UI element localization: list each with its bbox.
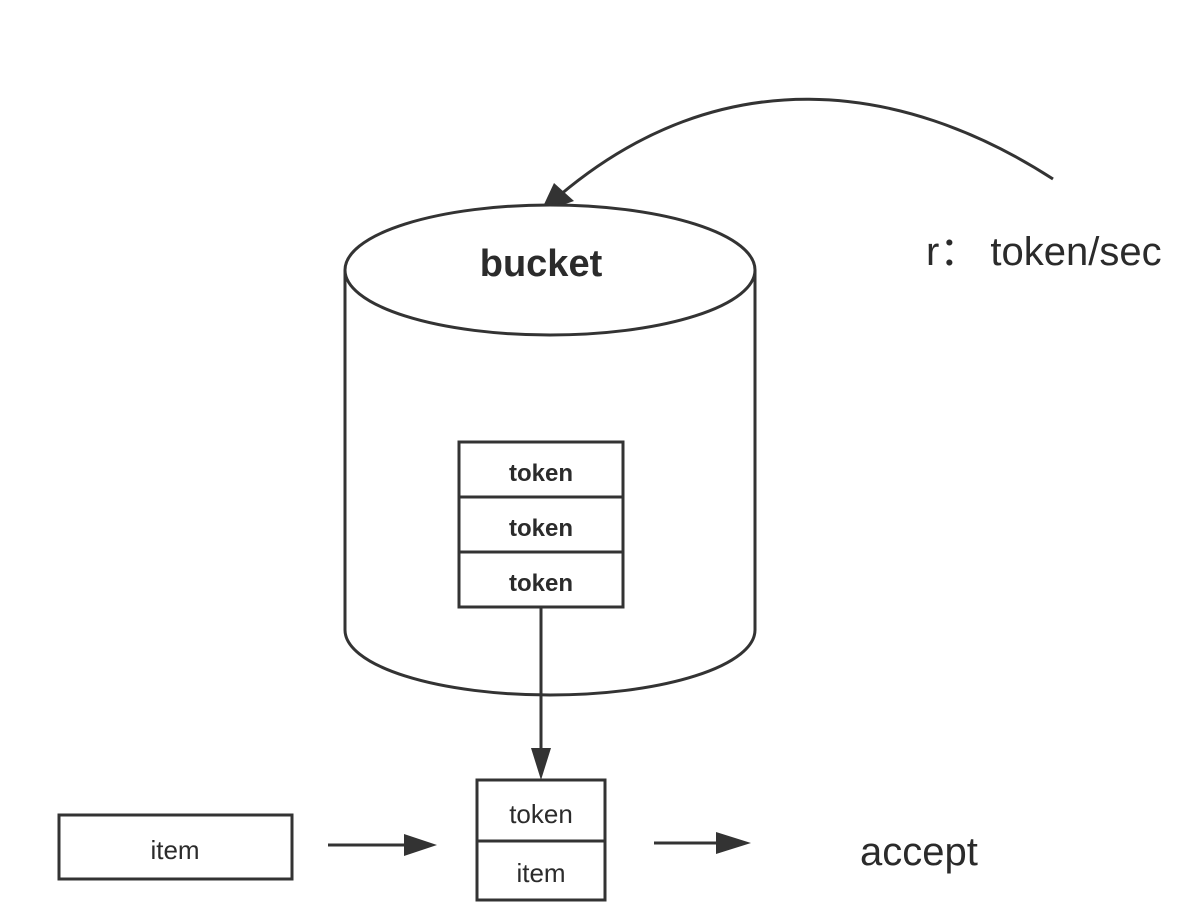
accept-arrow-head: [716, 832, 751, 854]
pair-item-cell: [475, 839, 607, 902]
refill-arrow-curve: [559, 97, 1054, 197]
bucket-top: [343, 203, 757, 337]
accept-label: accept: [860, 830, 978, 874]
input-item-label: item: [150, 835, 199, 865]
pair-item-label: item: [516, 858, 565, 888]
bucket-label: bucket: [480, 243, 603, 285]
token-cell: [457, 550, 625, 609]
input-item-box: [57, 813, 294, 881]
token-item-pair: token item: [475, 778, 607, 902]
token-cell: [457, 495, 625, 554]
token-cell-label: token: [509, 515, 573, 542]
pair-token-cell: [475, 778, 607, 843]
token-out-arrow-head: [531, 748, 551, 780]
token-cell-label: token: [509, 570, 573, 597]
token-cell-label: token: [509, 460, 573, 487]
item-in-arrow-head: [404, 834, 437, 856]
pair-token-label: token: [509, 799, 573, 829]
rate-label: r： token/sec: [926, 230, 1162, 274]
token-stack: token token token: [457, 440, 625, 609]
